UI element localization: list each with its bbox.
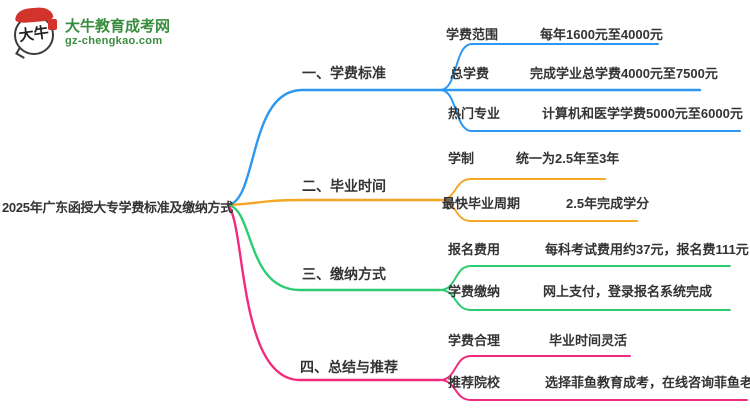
branch-1-item-1-label: 学费范围 bbox=[446, 27, 499, 42]
logo-text-column: 大牛教育成考网 gz-chengkao.com bbox=[65, 18, 170, 48]
branch-4-item-2-label: 推荐院校 bbox=[448, 375, 501, 390]
branch-4-fork-up-line bbox=[439, 355, 631, 381]
branch-1-fork-up-line bbox=[439, 43, 659, 91]
branch-1-main-line bbox=[226, 88, 702, 207]
branch-1-item-3-label: 热门专业 bbox=[448, 106, 501, 121]
logo-bull-icon: 大牛 bbox=[12, 6, 58, 59]
branch-2-item-2-value: 2.5年完成学分 bbox=[566, 196, 650, 211]
branch-3-fork-down-line bbox=[439, 289, 731, 311]
branch-3-item-1-label: 报名费用 bbox=[448, 242, 501, 257]
logo-site-domain: gz-chengkao.com bbox=[65, 35, 163, 48]
branch-1-fork-down-line bbox=[439, 89, 741, 132]
branch-4-label: 四、总结与推荐 bbox=[300, 359, 398, 375]
branch-3-item-2-label: 学费缴纳 bbox=[448, 284, 501, 299]
branch-2-label: 二、毕业时间 bbox=[302, 178, 386, 194]
branch-2-main-line bbox=[226, 198, 442, 207]
branch-2-item-1-label: 学制 bbox=[448, 151, 475, 166]
branch-1-item-1-value: 每年1600元至4000元 bbox=[540, 27, 663, 42]
branch-3-item-1-value: 每科考试费用约37元，报名费111元 bbox=[545, 242, 749, 257]
branch-2-item-1-value: 统一为2.5年至3年 bbox=[516, 151, 620, 166]
branch-2-item-2-label: 最快毕业周期 bbox=[442, 196, 521, 211]
branch-4-fork-down-line bbox=[439, 379, 748, 401]
branch-4-item-1-label: 学费合理 bbox=[448, 333, 501, 348]
branch-1-item-2-label: 总学费 bbox=[450, 66, 490, 81]
branch-3-item-2-value: 网上支付，登录报名系统完成 bbox=[543, 284, 713, 299]
branch-1-item-3-value: 计算机和医学学费5000元至6000元 bbox=[542, 106, 743, 121]
logo-site-name: 大牛教育成考网 bbox=[65, 17, 171, 35]
branch-1-label: 一、学费标准 bbox=[302, 65, 386, 81]
root-node-title: 2025年广东函授大专学费标准及缴纳方式 bbox=[2, 200, 233, 215]
branch-1-item-2-value: 完成学业总学费4000元至7500元 bbox=[530, 66, 718, 81]
branch-4-main-line bbox=[226, 203, 442, 382]
logo-red-seal-icon bbox=[48, 19, 57, 30]
branch-3-fork-up-line bbox=[439, 265, 731, 291]
branch-4-item-2-value: 选择菲鱼教育成考，在线咨询菲鱼老师 bbox=[545, 375, 750, 390]
branch-2-fork-down-line bbox=[439, 199, 638, 222]
branch-3-main-line bbox=[226, 203, 442, 292]
branch-3-label: 三、缴纳方式 bbox=[302, 266, 386, 282]
branch-4-item-1-value: 毕业时间灵活 bbox=[549, 333, 628, 348]
logo-mark-text: 大牛 bbox=[17, 24, 50, 45]
branch-2-fork-up-line bbox=[439, 178, 606, 201]
site-logo[interactable]: 大牛 大牛教育成考网 gz-chengkao.com bbox=[12, 6, 170, 59]
